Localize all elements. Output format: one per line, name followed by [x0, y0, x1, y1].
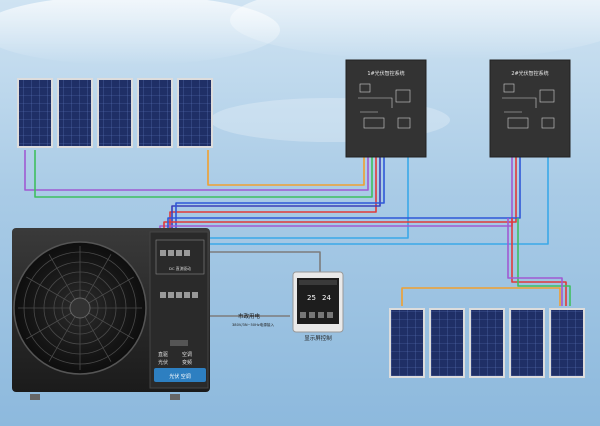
heat-pump-unit: DC 直流驱动 光伏 空调 光伏 直驱 变频 空调 [12, 228, 210, 400]
controller-box-1: 1#光伏智控系统 [345, 59, 427, 158]
fan-spoke-8 [26, 276, 72, 304]
heat-pump-side-text-2: 直驱 [158, 351, 168, 358]
wire-purple-8 [159, 140, 513, 250]
fan-spoke-9 [48, 254, 76, 300]
solar-array-bottom-right [389, 308, 585, 378]
solar-panel-top-cells-1 [19, 80, 51, 146]
mains-label: 市政用电 [238, 312, 261, 320]
wire-red-9 [163, 140, 517, 250]
solar-panel-top-cells-5 [179, 80, 211, 146]
display-value-2: 24 [322, 294, 331, 302]
solar-panel-bottom-cells-1 [391, 310, 423, 376]
heat-pump-badge [154, 368, 206, 382]
display-controller: 25 24 显示屏控制 [292, 271, 344, 342]
heat-pump-panel-label: DC 直流驱动 [169, 266, 191, 271]
heat-pump-side-text-1: 光伏 [158, 359, 168, 366]
wire-blue-10 [167, 140, 521, 250]
heat-pump-side-text-3: 变频 [182, 359, 192, 366]
solar-panel-top-cells-3 [99, 80, 131, 146]
fan-spoke-11 [84, 254, 112, 300]
wire-red-13 [511, 218, 567, 306]
controller-2-title: 2#光伏智控系统 [511, 70, 548, 77]
solar-panel-top-cells-2 [59, 80, 91, 146]
mains-power: 市政用电 380V/3N~50Hz电源接入 [232, 312, 274, 327]
solar-panel-bottom-cells-2 [431, 310, 463, 376]
display-caption: 显示屏控制 [304, 334, 332, 342]
solar-panel-bottom-cells-3 [471, 310, 503, 376]
solar-panel-top-cells-4 [139, 80, 171, 146]
solar-panel-bottom-cells-4 [511, 310, 543, 376]
mains-sublabel: 380V/3N~50Hz电源接入 [232, 322, 274, 327]
wire-orange-3 [207, 140, 365, 186]
wire-purple-1 [24, 140, 369, 191]
controller-1-title: 1#光伏智控系统 [367, 70, 404, 77]
controller-box-2: 2#光伏智控系统 [489, 59, 571, 158]
wire-green-14 [517, 218, 571, 306]
wire-purple-15 [507, 218, 563, 306]
display-value-1: 25 [307, 294, 316, 302]
fan-spoke-5 [48, 316, 76, 362]
wire-green-2 [34, 140, 373, 198]
heat-pump-side-text-4: 空调 [182, 351, 192, 358]
fan-spoke-6 [26, 312, 72, 340]
solar-array-top-left [17, 78, 213, 148]
fan-spoke-2 [88, 312, 134, 340]
solar-panel-bottom-cells-5 [551, 310, 583, 376]
wire-gray-16 [200, 251, 321, 272]
heat-pump-badge-text: 光伏 空调 [169, 373, 191, 380]
wire-orange-12 [401, 287, 561, 306]
fan-spoke-3 [84, 316, 112, 362]
fan-spoke-12 [88, 276, 134, 304]
